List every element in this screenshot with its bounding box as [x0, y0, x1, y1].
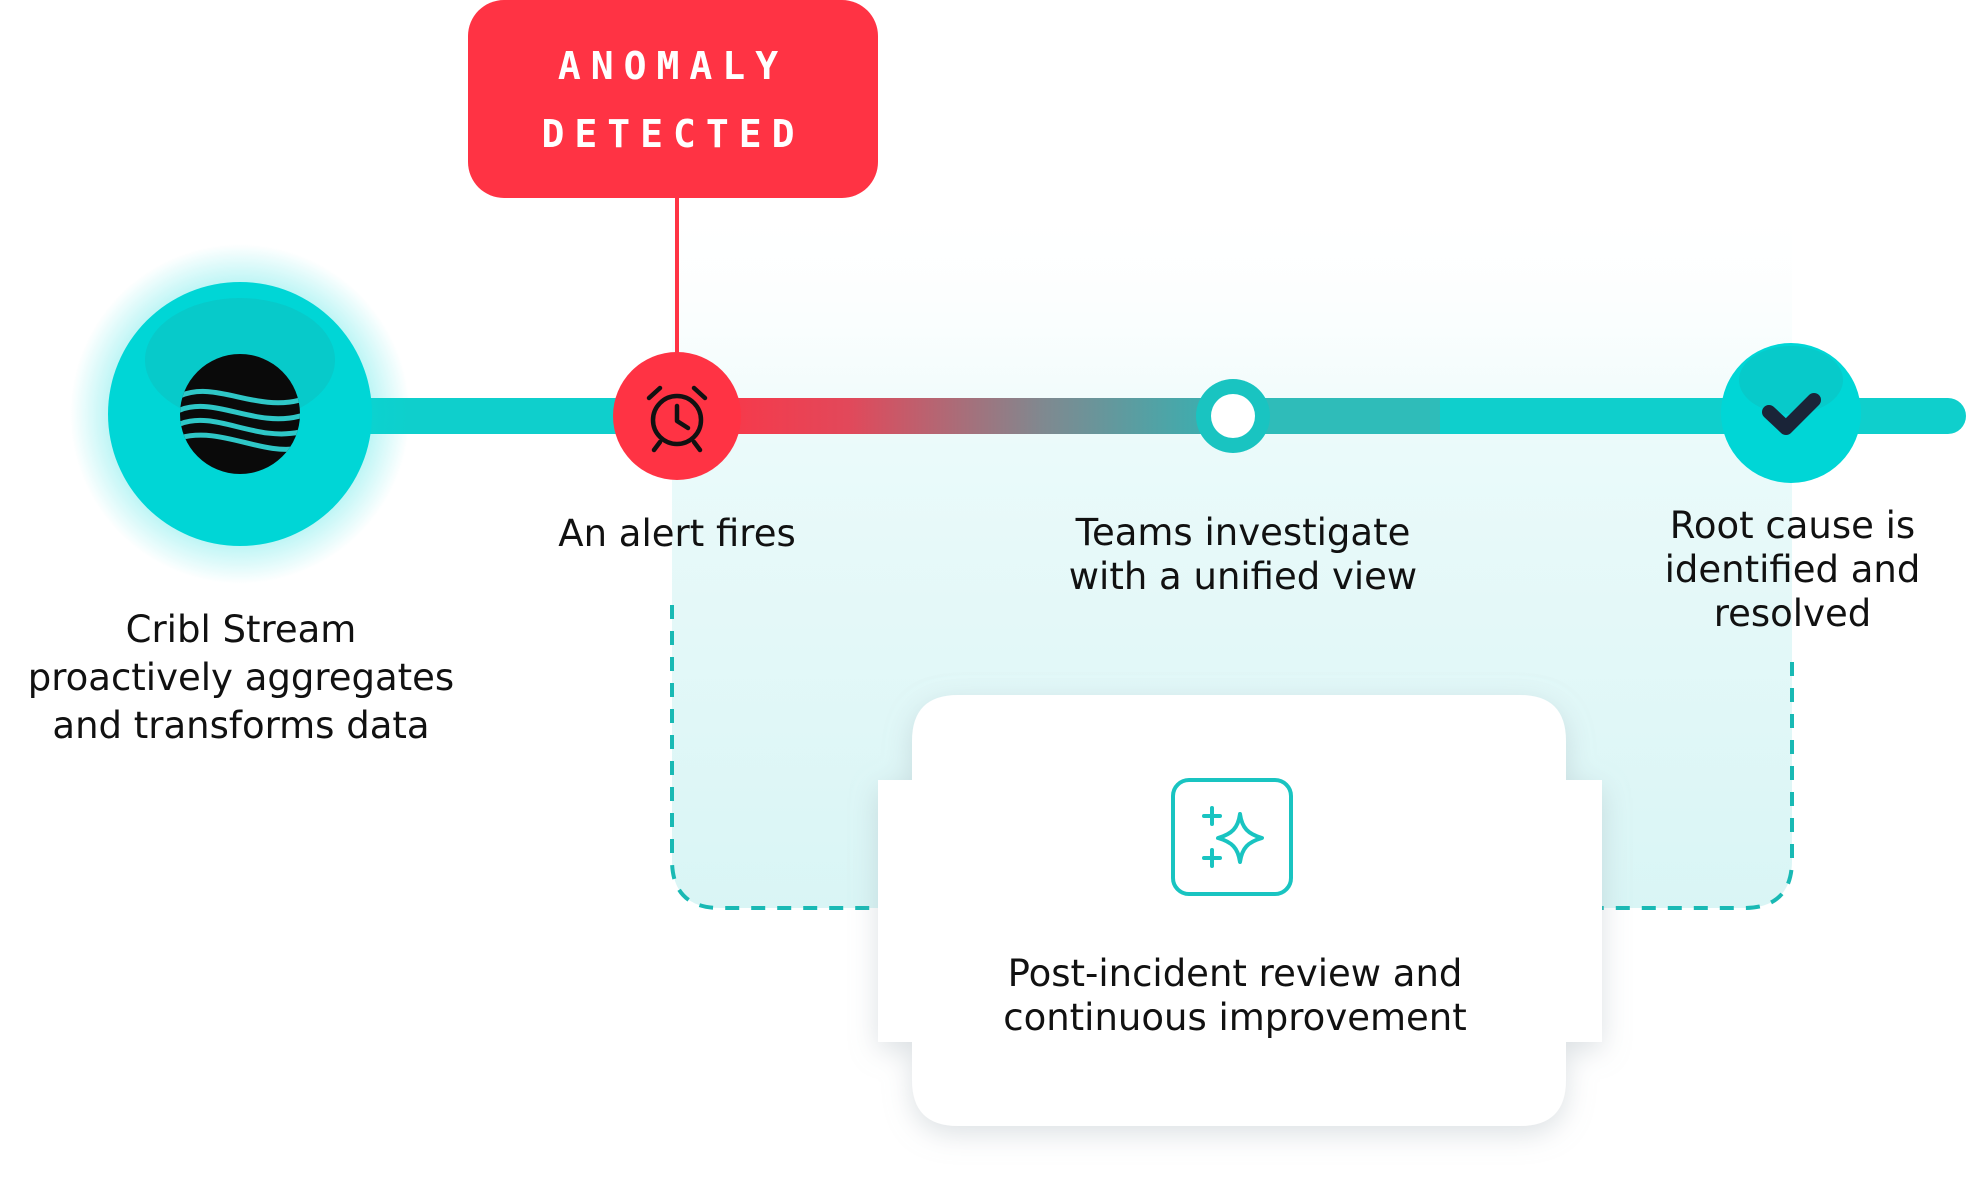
- step-label-investigate: Teams investigate with a unified view: [1020, 511, 1466, 599]
- step-label-line: Cribl Stream: [125, 608, 357, 651]
- sparkle-icon: [1202, 806, 1264, 868]
- cribl-stream-logo: [180, 354, 300, 474]
- review-card-label: Post-incident review and continuous impr…: [920, 952, 1550, 1040]
- review-label-line: continuous improvement: [1003, 996, 1467, 1039]
- timeline-track-teal-right: [1440, 398, 1966, 434]
- step-label-line: identified and: [1664, 548, 1921, 591]
- step-label-source: Cribl Stream proactively aggregates and …: [0, 606, 482, 750]
- review-card: [878, 695, 1602, 1126]
- timeline-track-gradient: [680, 398, 1240, 434]
- sparkle-icon-frame: [1171, 778, 1293, 896]
- alarm-clock-icon: [646, 385, 708, 453]
- step-label-resolved: Root cause is identified and resolved: [1625, 504, 1960, 636]
- timeline-track-teal-mid: [1240, 398, 1450, 434]
- step-label-line: resolved: [1713, 592, 1872, 635]
- step-label-line: proactively aggregates: [27, 656, 455, 699]
- anomaly-badge: [468, 0, 878, 198]
- anomaly-badge-line-2: DETECTED: [541, 112, 805, 156]
- checkmark-icon: [1762, 393, 1821, 435]
- step-label-line: with a unified view: [1068, 555, 1418, 598]
- anomaly-badge-line-1: ANOMALY: [557, 44, 789, 88]
- resolved-node-highlight: [1739, 346, 1843, 414]
- step-label-alert: An alert fires: [522, 512, 832, 556]
- step-label-line: and transforms data: [52, 704, 430, 747]
- dashed-loop-left: [670, 605, 878, 910]
- investigate-node-dot: [1211, 394, 1255, 438]
- step-label-line: Root cause is: [1669, 504, 1916, 547]
- step-label-line: An alert fires: [558, 512, 796, 555]
- dashed-loop-right: [1600, 662, 1794, 910]
- review-label-line: Post-incident review and: [1007, 952, 1463, 995]
- step-label-line: Teams investigate: [1075, 511, 1411, 554]
